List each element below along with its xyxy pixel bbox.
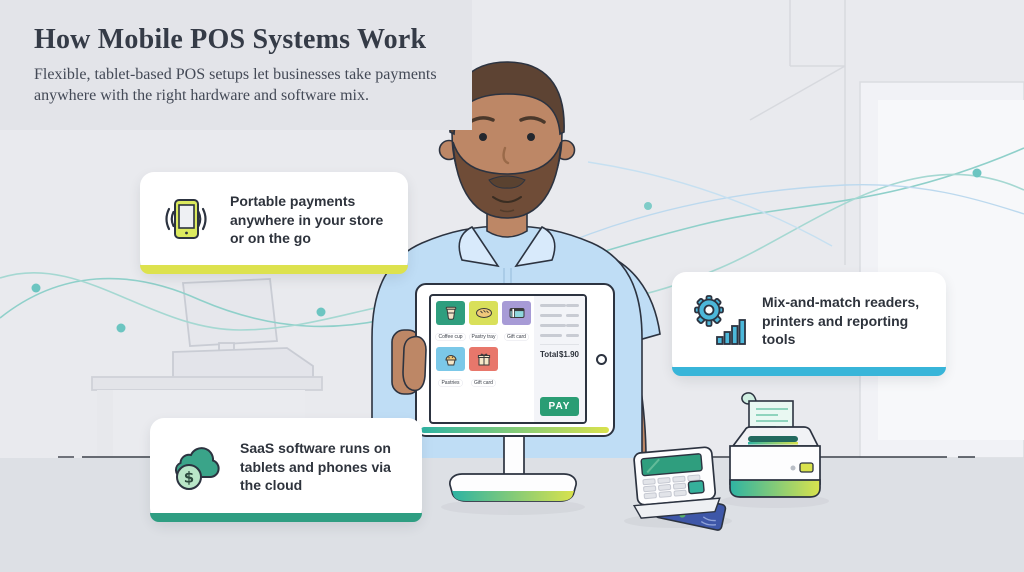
tablet-screen: Coffee cup Pastry tray — [429, 294, 587, 424]
page-subtitle: Flexible, tablet-based POS setups let bu… — [34, 66, 437, 105]
product-cell: Pastry tray — [469, 301, 498, 343]
product-tile-giftcard — [502, 301, 531, 325]
product-tile-pastry — [469, 301, 498, 325]
info-card-saas: $ SaaS software runs on tablets and phon… — [150, 418, 422, 522]
product-tile-pastries — [436, 347, 465, 371]
total-label: Total — [540, 350, 559, 359]
product-label: Pastries — [439, 380, 462, 386]
info-card-hardware: Mix-and-match readers, printers and repo… — [672, 272, 946, 376]
receipt-panel: Total $1.90 PAY — [534, 296, 585, 422]
header-panel — [0, 0, 472, 130]
card-text: Portable payments anywhere in your store… — [230, 193, 384, 247]
keypad — [642, 474, 701, 500]
product-cell: Coffee cup — [436, 301, 465, 343]
home-button-icon — [596, 354, 607, 365]
tablet-edge-accent — [421, 427, 609, 433]
receipt-line — [540, 324, 579, 327]
total-value: $1.90 — [558, 350, 579, 359]
product-tile-giftbox — [469, 347, 498, 371]
card-accent-bar — [672, 367, 946, 376]
product-tile-coffee — [436, 301, 465, 325]
receipt-line — [540, 304, 579, 307]
card-text: SaaS software runs on tablets and phones… — [240, 440, 391, 494]
product-cell: Gift card — [469, 347, 498, 389]
product-label: Pastry tray — [469, 334, 498, 340]
gift-card-icon — [509, 308, 524, 318]
info-card-portable: Portable payments anywhere in your store… — [140, 172, 408, 274]
tablet-signal-icon — [165, 199, 207, 239]
card-reader-illustration — [632, 446, 721, 519]
window-pane — [859, 81, 1024, 459]
product-cell: Gift card — [502, 301, 531, 343]
product-label: Gift card — [472, 380, 495, 386]
cloud-dollar-icon: $ — [174, 447, 220, 490]
product-label: Gift card — [505, 334, 528, 340]
muffin-icon — [444, 354, 457, 365]
card-text: Mix-and-match readers, printers and repo… — [762, 294, 920, 348]
wall-lines — [749, 0, 846, 265]
coffee-cup-icon — [445, 306, 456, 320]
product-label: Coffee cup — [436, 334, 465, 340]
product-grid: Coffee cup Pastry tray — [431, 296, 534, 422]
card-accent-bar — [140, 265, 408, 274]
svg-text:$: $ — [184, 469, 194, 487]
page-title: How Mobile POS Systems Work — [34, 24, 427, 55]
card-accent-bar — [150, 513, 422, 522]
receipt-line — [540, 334, 579, 337]
product-cell: Pastries — [436, 347, 465, 389]
receipt-line — [540, 314, 579, 317]
gear-bars-icon — [694, 295, 746, 345]
total-row: Total $1.90 — [540, 344, 579, 359]
pay-button: PAY — [540, 397, 579, 416]
gift-box-icon — [477, 353, 490, 366]
holding-thumb — [402, 335, 427, 392]
pastry-icon — [475, 308, 492, 318]
receipt-printer-illustration — [729, 392, 821, 498]
pos-tablet: Coffee cup Pastry tray — [415, 283, 615, 437]
